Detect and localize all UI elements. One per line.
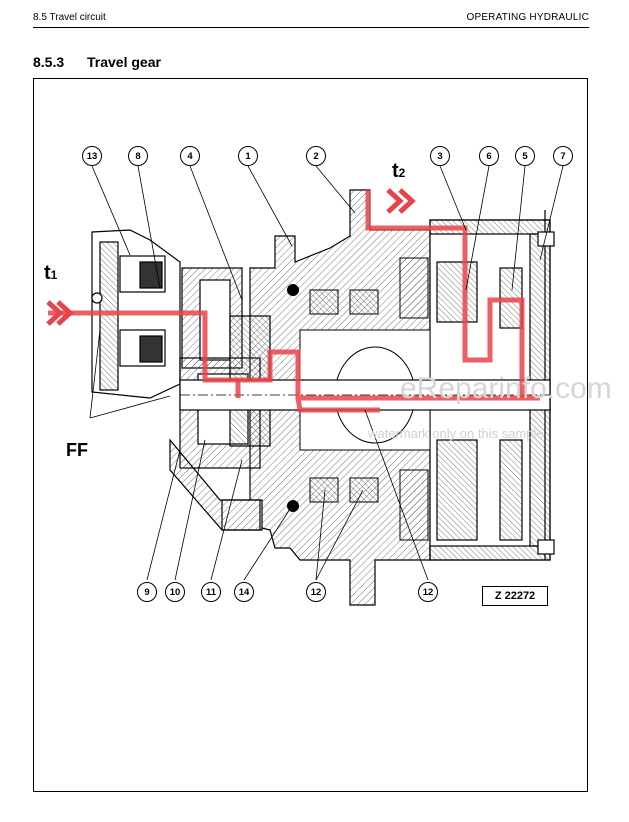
- oil-flow-path: [48, 190, 540, 413]
- callout-12-right: 12: [418, 582, 438, 602]
- callout-12-left: 12: [306, 582, 326, 602]
- section-number: 8.5.3: [33, 54, 65, 70]
- label-t1: t1: [44, 262, 57, 285]
- callout-3: 3: [430, 146, 450, 166]
- callout-9: 9: [137, 582, 157, 602]
- callout-1: 1: [238, 146, 258, 166]
- callout-13: 13: [82, 146, 102, 166]
- header-chapter-name: OPERATING HYDRAULIC: [466, 12, 589, 23]
- label-t2-main: t: [392, 160, 399, 182]
- leader-lines: [89, 165, 564, 581]
- watermark-text: eReparinfo.com: [400, 372, 612, 405]
- tapered-bearings: [309, 257, 429, 541]
- flow-arrows: [46, 188, 416, 326]
- callout-11: 11: [201, 582, 221, 602]
- callout-2: 2: [306, 146, 326, 166]
- callout-6: 6: [479, 146, 499, 166]
- label-t2-sub: 2: [398, 166, 406, 180]
- callout-8: 8: [128, 146, 148, 166]
- section-title: Travel gear: [87, 54, 161, 70]
- watermark-subtext: watermark only on this sample: [368, 426, 544, 441]
- callout-10: 10: [165, 582, 185, 602]
- callout-14: 14: [234, 582, 254, 602]
- label-t1-main: t: [44, 262, 51, 284]
- figure-reference-number: Z 22272: [482, 586, 548, 606]
- header-divider: [33, 27, 589, 28]
- label-ff: FF: [66, 440, 88, 460]
- label-t1-sub: 1: [50, 268, 58, 282]
- callout-7: 7: [553, 146, 573, 166]
- label-t2: t2: [392, 160, 405, 183]
- central-shaft: [179, 379, 551, 411]
- header-section-name: 8.5 Travel circuit: [33, 12, 106, 23]
- figure-frame: [33, 78, 588, 792]
- callout-5: 5: [515, 146, 535, 166]
- callout-4: 4: [180, 146, 200, 166]
